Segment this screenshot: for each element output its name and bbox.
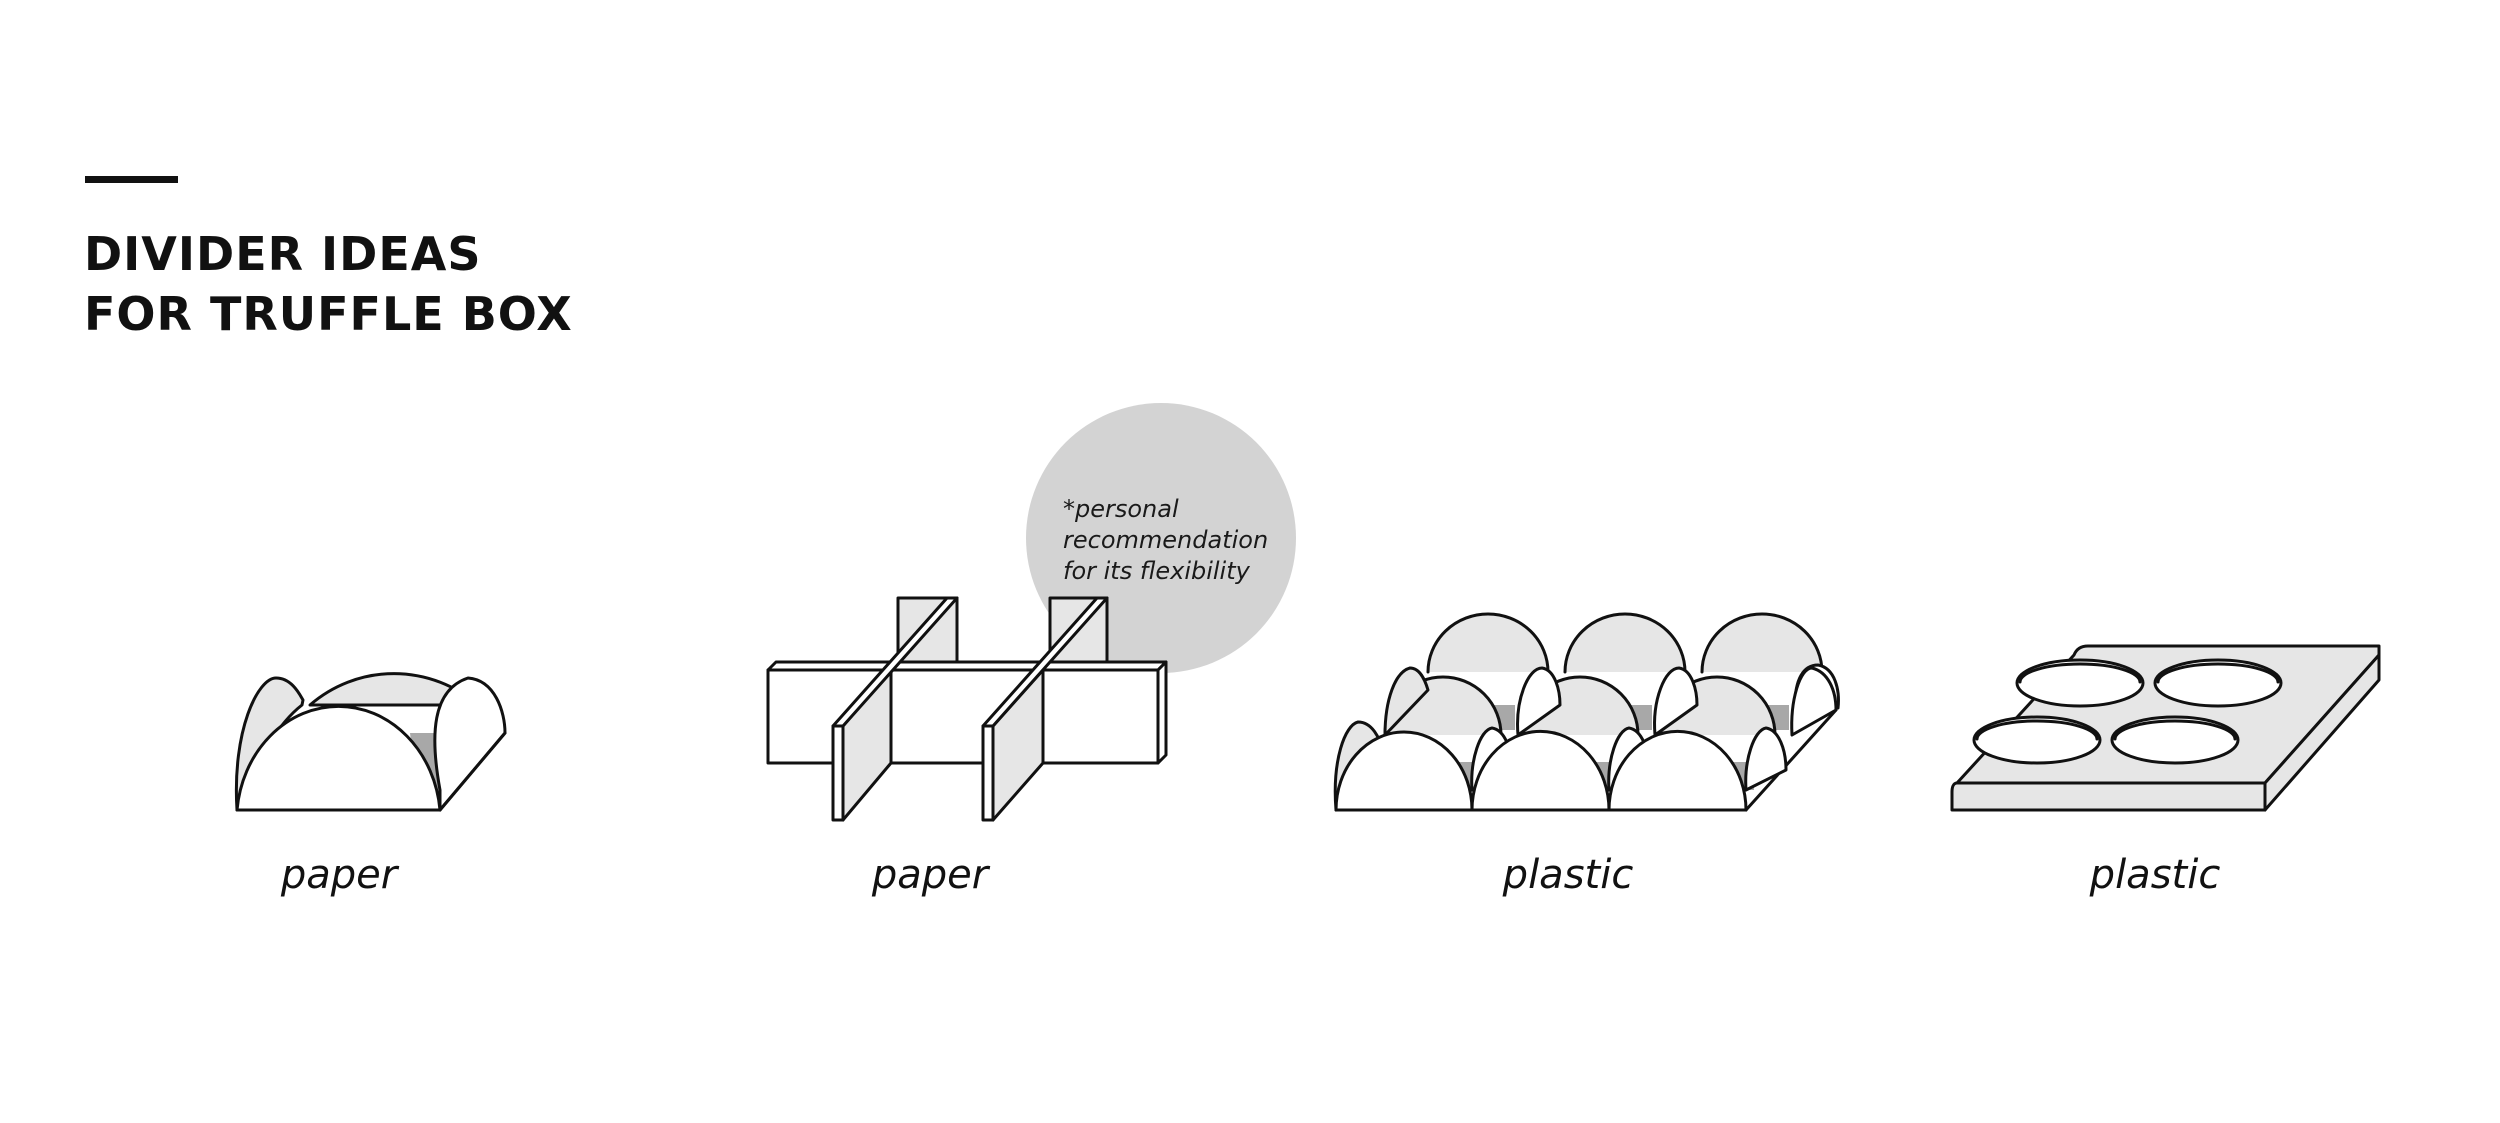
dome-front-2 bbox=[1470, 729, 1611, 812]
tray-right-edge bbox=[1744, 708, 1838, 812]
caption-paper-dome: paper bbox=[280, 852, 398, 898]
paper-cross-divider-icon bbox=[766, 596, 1168, 822]
note-line-1: *personal bbox=[1063, 495, 1179, 523]
caption-plastic-holes: plastic bbox=[2089, 852, 2221, 898]
base-right-edge bbox=[438, 731, 507, 812]
note-line-3: for its flexibility bbox=[1063, 557, 1250, 585]
recommendation-note: *personal recommendation for its flexibi… bbox=[1063, 494, 1293, 587]
dome-back-1 bbox=[1426, 612, 1550, 674]
dome-back-3 bbox=[1700, 612, 1824, 674]
paper-dome-divider-icon bbox=[234, 672, 507, 812]
front-dome bbox=[235, 704, 442, 812]
title-accent-bar bbox=[85, 176, 178, 183]
dome-front-3 bbox=[1607, 729, 1748, 812]
front-flap-3 bbox=[1744, 726, 1788, 792]
plastic-hole-tray-icon bbox=[1950, 644, 2381, 812]
caption-plastic-dome: plastic bbox=[1502, 852, 1634, 898]
long-panel-front bbox=[766, 668, 1160, 765]
mid-flap-1 bbox=[1516, 666, 1562, 737]
caption-paper-cross: paper bbox=[871, 852, 989, 898]
note-line-2: recommendation bbox=[1063, 526, 1269, 554]
mid-left-flap bbox=[1383, 666, 1430, 737]
mid-flap-2 bbox=[1653, 666, 1699, 737]
dome-front-1 bbox=[1334, 730, 1474, 812]
blade-1-front bbox=[831, 724, 845, 822]
mid-flap-3 bbox=[1790, 666, 1838, 737]
hole-4 bbox=[2110, 715, 2240, 765]
tray-side-face bbox=[2263, 653, 2381, 812]
hole-2 bbox=[2153, 658, 2283, 708]
title-line-1: DIVIDER IDEAS bbox=[84, 227, 482, 281]
hole-1 bbox=[2015, 658, 2145, 708]
hole-3 bbox=[1972, 715, 2102, 765]
title-line-2: FOR TRUFFLE BOX bbox=[84, 287, 573, 341]
plastic-dome-tray-icon bbox=[1333, 612, 1840, 812]
tray-front-face bbox=[1950, 781, 2267, 812]
page-title: DIVIDER IDEAS FOR TRUFFLE BOX bbox=[84, 224, 573, 344]
right-side-flap bbox=[433, 676, 507, 812]
long-panel-end bbox=[1156, 660, 1168, 765]
dome-back-2 bbox=[1563, 612, 1687, 674]
blade-2-front bbox=[981, 724, 995, 822]
